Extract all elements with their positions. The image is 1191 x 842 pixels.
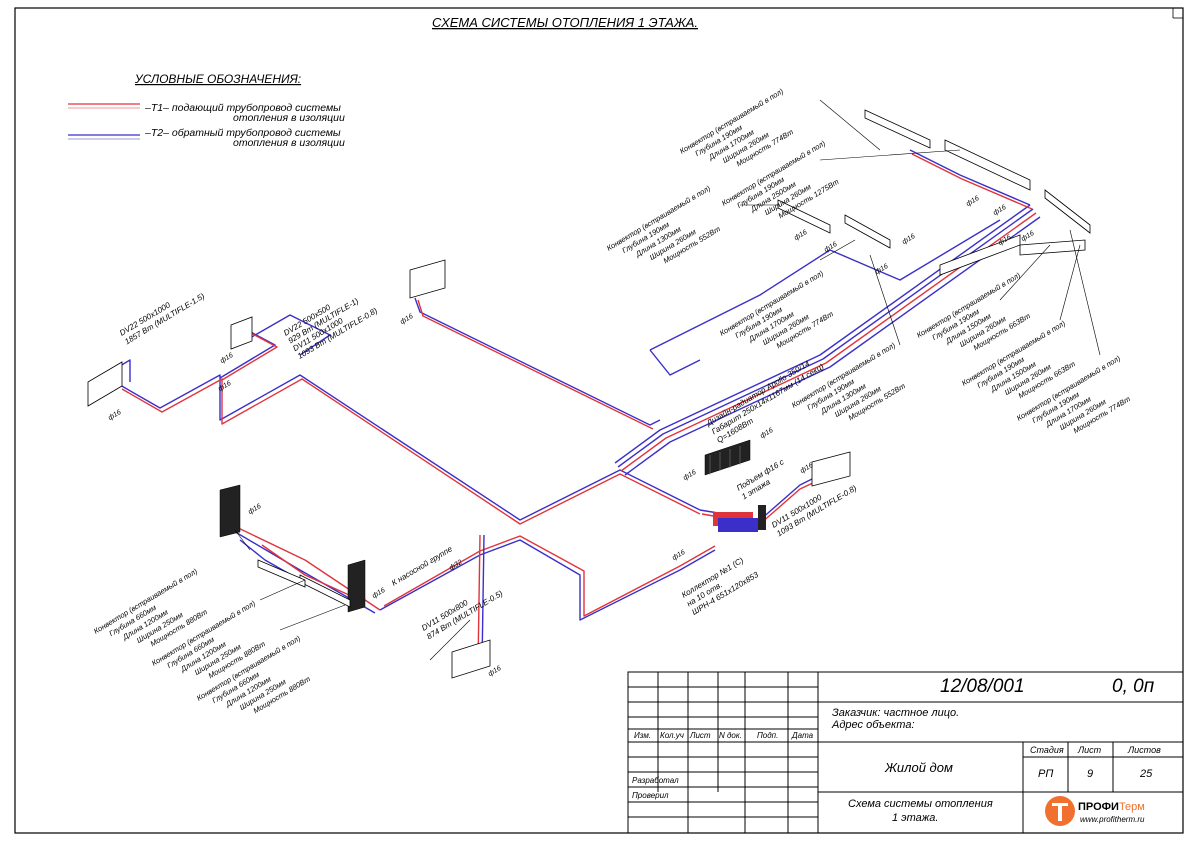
- tb-logo-brand-2: Терм: [1118, 801, 1145, 813]
- tb-rev: 0, 0п: [1112, 676, 1155, 697]
- tb-object: Жилой дом: [885, 760, 953, 775]
- tb-code: 12/08/001: [940, 676, 1025, 697]
- tb-logo-brand: ПРОФИТерм: [1078, 801, 1145, 813]
- legend-return-text-2: отопления в изоляции: [233, 137, 345, 149]
- tb-col-koluch: Кол.уч: [660, 731, 684, 740]
- legend-supply-line: [68, 103, 140, 109]
- tb-logo-brand-1: ПРОФИ: [1078, 801, 1119, 813]
- title-block-grid: [627, 671, 1184, 834]
- legend-return-text-1: –Т2– обратный трубопровод системы: [144, 127, 341, 139]
- tb-col-list: Лист: [690, 731, 711, 740]
- legend-heading: УСЛОВНЫЕ ОБОЗНАЧЕНИЯ:: [134, 72, 301, 86]
- tb-sheets: 25: [1140, 768, 1153, 780]
- tb-checked: Проверил: [632, 791, 669, 800]
- pipe-network: [99, 149, 1041, 666]
- profiterm-logo-icon: [1045, 796, 1075, 826]
- tb-sheet-header: Лист: [1078, 745, 1102, 755]
- floor-convectors: [257, 109, 1091, 608]
- tb-logo-url: www.profitherm.ru: [1080, 815, 1145, 824]
- design-radiator: [704, 439, 751, 476]
- legend-supply-text-2: отопления в изоляции: [233, 112, 345, 124]
- tb-customer: Заказчик: частное лицо.: [832, 707, 960, 719]
- tb-col-ndok: N док.: [719, 731, 742, 740]
- drawing-title: СХЕМА СИСТЕМЫ ОТОПЛЕНИЯ 1 ЭТАЖА.: [432, 15, 698, 30]
- tb-col-izm: Изм.: [634, 731, 652, 740]
- tb-stage-header: Стадия: [1030, 745, 1064, 755]
- tb-sheets-header: Листов: [1128, 745, 1161, 755]
- sheet-frame: [14, 7, 1184, 834]
- radiator-top-left: [87, 259, 851, 679]
- leader-lines: [234, 99, 1101, 661]
- legend-return-line: [68, 134, 140, 140]
- tb-stage: РП: [1038, 768, 1054, 780]
- tb-col-podp: Подп.: [757, 731, 779, 740]
- tb-col-data: Дата: [792, 731, 814, 740]
- tb-drawing-name-2: 1 этажа.: [892, 812, 939, 824]
- tb-drawing-name-1: Схема системы отопления: [848, 798, 993, 810]
- tb-developed: Разработал: [632, 776, 679, 785]
- legend-supply-text-1: –Т1– подающий трубопровод системы: [144, 102, 341, 114]
- tb-address: Адрес объекта:: [832, 719, 915, 731]
- tower-radiators: [219, 484, 366, 613]
- tb-sheet: 9: [1087, 768, 1094, 780]
- collector-manifold: [713, 505, 766, 532]
- return-pipe-main: [249, 314, 331, 356]
